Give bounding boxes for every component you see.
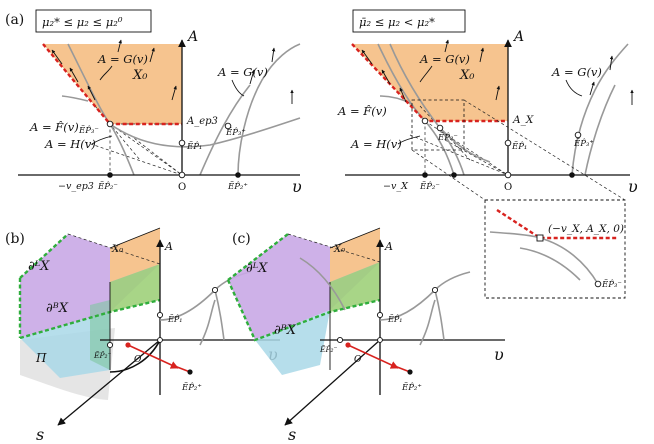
panel-c: (c) A υ s ∂ᴸX X₀ ∂ᴮX ẼP̂₁ ẼP̂₂⁻ O ẼP̂₂⁺	[226, 227, 505, 444]
label-P1-left: ẼP̂₁	[186, 140, 202, 152]
axis-v-label-right: υ	[628, 177, 638, 196]
label-F-left: A = F̂(v)	[29, 120, 79, 134]
label-minus-vX: −v_X	[383, 181, 409, 192]
label-P3plus-left: ẼP̂₃⁺	[225, 126, 246, 138]
region-label-right: X₀	[459, 68, 475, 83]
label-P2minus-c: ẼP̂₂⁻	[319, 345, 338, 354]
label-P1-right: ẼP̂₁	[511, 140, 527, 152]
axis-A-label-left: A	[186, 29, 198, 45]
panel-c-tag: (c)	[232, 231, 251, 247]
label-P2plus-b: ẼP̂₂⁺	[181, 381, 202, 393]
label-H-right: A = H(v)	[350, 137, 402, 151]
label-P2plus-left: ẼP̂₂⁺	[227, 180, 248, 192]
axis-v-label-left: υ	[292, 177, 302, 196]
axis-v-label-c: υ	[494, 345, 504, 364]
axis-s-label-b: s	[36, 425, 44, 444]
label-G-right-right: A = G(v)	[551, 65, 602, 79]
panel-a-tag: (a)	[5, 12, 24, 28]
label-dB-c: ∂ᴮX	[274, 323, 297, 338]
label-O-right: O	[504, 182, 512, 193]
panel-a-left: (a) μ₂* ≤ μ₂ ≤ μ₂⁰ X₀ A υ	[5, 9, 302, 196]
inset-point-label: (−v_X, A_X, 0)	[548, 223, 624, 235]
label-dB-b: ∂ᴮX	[46, 301, 69, 316]
label-O-c: O	[354, 355, 362, 365]
label-O-left: O	[178, 182, 186, 193]
inset-zoom: (−v_X, A_X, 0) ẼP̂₃⁻	[484, 199, 626, 299]
label-P2plus-c: ẼP̂₂⁺	[401, 381, 422, 393]
label-P1-b: ẼP̂₁	[167, 315, 182, 324]
label-P2minus-b: ẼP̂₂⁻	[93, 351, 112, 360]
label-P3minus-left: ẼP̂₃⁻	[78, 124, 99, 136]
label-P2minus-right: ẼP̂₂⁻	[419, 180, 440, 192]
label-H-left: A = H(v)	[44, 137, 96, 151]
label-X0-b: X₀	[111, 244, 123, 255]
label-P1-c: ẼP̂₁	[387, 315, 402, 324]
condition-box-left	[35, 9, 152, 33]
label-G-upper-right: A = G(v)	[419, 52, 470, 66]
label-P3minus-right: ẼP̂₃⁻	[437, 131, 458, 143]
label-dL-b: ∂ᴸX	[28, 259, 50, 274]
condition-left: μ₂* ≤ μ₂ ≤ μ₂⁰	[42, 15, 123, 29]
label-Aep3: A_ep3	[186, 116, 218, 127]
condition-box-right	[352, 9, 466, 33]
panel-b: (b) A υ s ∂ᴸX X₀	[5, 227, 280, 444]
panel-b-tag: (b)	[5, 231, 25, 247]
axis-s-label-c: s	[288, 425, 296, 444]
panel-a-right: μ̄₂ ≤ μ₂ < μ₂* X₀ A υ A = G(v) A = G(v)	[337, 9, 638, 201]
label-AX: A_X	[512, 114, 534, 126]
label-X0-c: X₀	[333, 244, 345, 255]
condition-right: μ̄₂ ≤ μ₂ < μ₂*	[359, 15, 435, 29]
label-F-right: A = F̂(v)	[337, 104, 387, 118]
label-dL-c: ∂ᴸX	[246, 261, 268, 276]
axis-A-label-c: A	[384, 240, 393, 253]
label-P2minus-left: ẼP̂₂⁻	[97, 180, 118, 192]
label-G-upper-left: A = G(v)	[97, 52, 148, 66]
axis-A-label-right: A	[512, 29, 524, 45]
region-x0-right	[352, 44, 508, 121]
region-label-left: X₀	[132, 68, 148, 83]
label-P3plus-right: ẼP̂₃⁺	[573, 137, 594, 149]
axis-A-label-b: A	[164, 240, 173, 253]
label-O-b: O	[134, 355, 142, 365]
label-minus-vep3: −v_ep3	[58, 181, 94, 192]
label-G-right-left: A = G(v)	[217, 65, 268, 79]
label-Pi-b: Π	[35, 351, 47, 365]
inset-P3-label: ẼP̂₃⁻	[601, 278, 622, 290]
